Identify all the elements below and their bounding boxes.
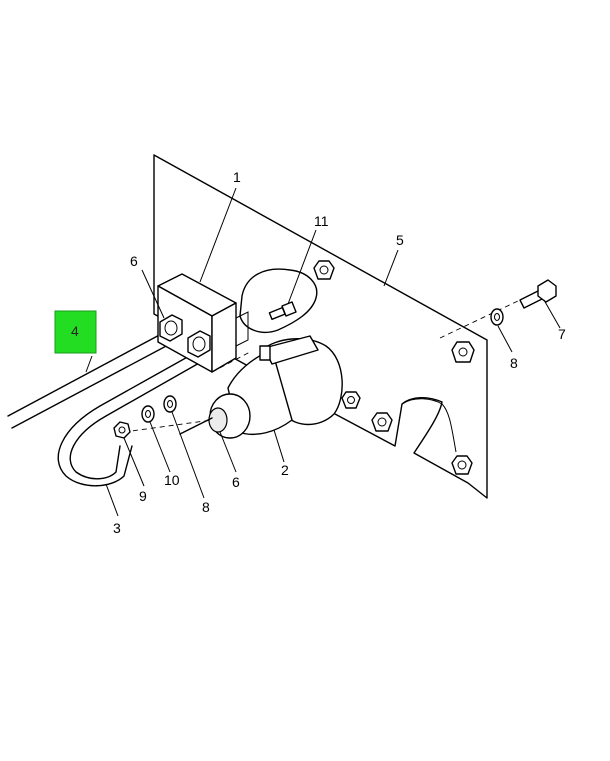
hex-nut[interactable] <box>341 391 361 409</box>
callout-10[interactable]: 10 <box>164 472 180 488</box>
leader-lines <box>85 187 561 517</box>
alignment-line-mid <box>211 351 251 373</box>
plate-nuts <box>313 260 475 475</box>
callout-labels: 1 11 5 6 4 7 8 2 6 10 9 8 3 <box>71 169 566 536</box>
callout-7[interactable]: 7 <box>558 326 566 342</box>
callout-5[interactable]: 5 <box>396 232 404 248</box>
callout-6-bottom[interactable]: 6 <box>232 474 240 490</box>
washer-8-right[interactable] <box>490 308 504 326</box>
washer-10[interactable] <box>141 405 155 423</box>
cable-4[interactable] <box>7 331 171 429</box>
alignment-line-left <box>123 419 213 433</box>
callout-4[interactable]: 4 <box>71 323 79 339</box>
connector-2[interactable] <box>208 335 343 439</box>
fitting-upper[interactable] <box>159 314 183 342</box>
callout-8-right[interactable]: 8 <box>510 355 518 371</box>
hex-nut[interactable] <box>313 260 335 280</box>
wire-clip <box>239 268 318 334</box>
hex-nut[interactable] <box>451 341 475 363</box>
nut-9[interactable] <box>113 421 131 439</box>
callout-2[interactable]: 2 <box>281 462 289 478</box>
callout-9[interactable]: 9 <box>139 488 147 504</box>
callout-6-top[interactable]: 6 <box>130 253 138 269</box>
callout-8-left[interactable]: 8 <box>202 499 210 515</box>
bolt-7[interactable] <box>519 279 557 309</box>
callout-11[interactable]: 11 <box>314 213 329 229</box>
washer-8-left[interactable] <box>163 395 177 413</box>
mounting-plate[interactable] <box>153 154 488 499</box>
highlight-box-4[interactable] <box>54 310 97 354</box>
callout-1[interactable]: 1 <box>233 169 241 185</box>
callout-3[interactable]: 3 <box>113 520 121 536</box>
tube-3[interactable] <box>57 349 209 487</box>
fitting-lower[interactable] <box>187 330 211 358</box>
junction-block[interactable] <box>157 273 249 373</box>
hex-nut[interactable] <box>451 455 473 475</box>
hex-nut[interactable] <box>371 412 393 432</box>
alignment-line-right <box>439 299 521 339</box>
